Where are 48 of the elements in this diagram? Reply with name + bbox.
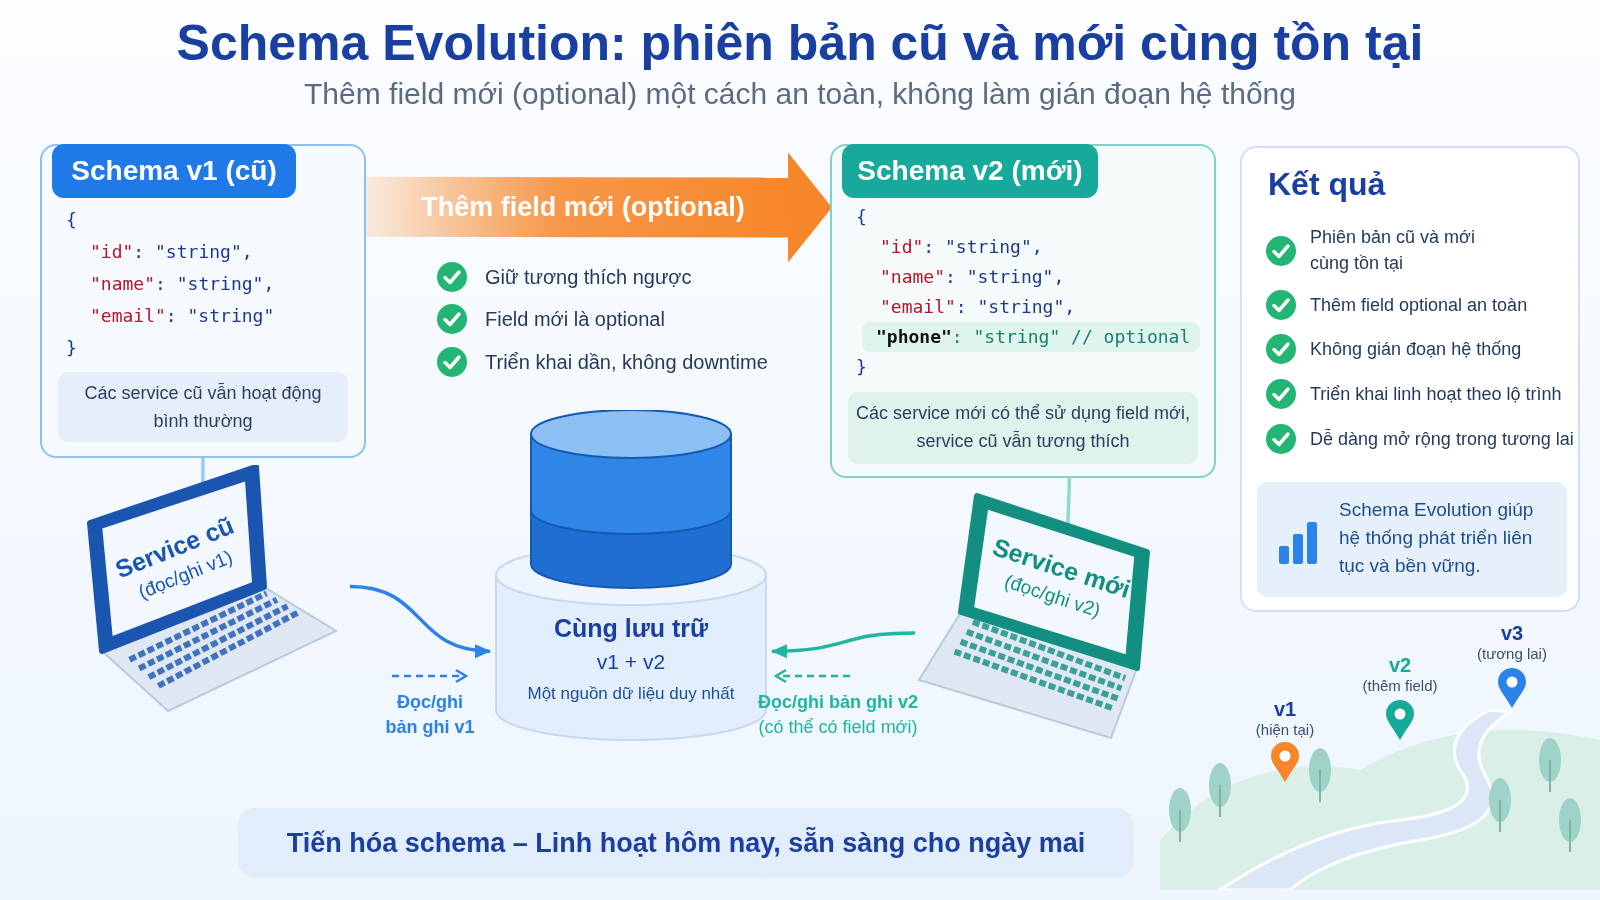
database-note: v1 + v2 <box>595 650 667 674</box>
result-item: Không gián đoạn hệ thống <box>1310 338 1523 361</box>
code-line: "phone": "string" // optional <box>862 322 1200 352</box>
code-line: "id": "string", <box>880 235 1043 259</box>
result-item: Dễ dàng mở rộng trong tương lai <box>1310 427 1575 451</box>
code-line: { <box>856 205 867 229</box>
arrow <box>349 584 491 658</box>
code-line: } <box>856 355 867 379</box>
subtitle: Thêm field mới (optional) một cách an toàn, không làm gián đoạn hệ thống <box>303 76 1297 112</box>
edge-label: Đọc/ghi bản ghi v1 <box>384 691 476 739</box>
title: Schema Evolution: phiên bản cũ và mới cùng tồn tại <box>175 14 1425 72</box>
milestone-note: (hiện tại) <box>1254 720 1316 740</box>
panel-heading: Kết quả <box>1268 166 1386 203</box>
code-line: "email": "string" <box>90 304 275 328</box>
connector-line <box>1066 478 1072 526</box>
heading-tab: Schema v2 (mới) <box>842 144 1098 198</box>
milestone-note: (tương lai) <box>1476 644 1548 664</box>
note-panel: Các service mới có thể sử dụng field mới, service cũ vẫn tương thích <box>848 392 1198 464</box>
connector-line <box>201 458 205 485</box>
schema-card <box>40 144 366 458</box>
milestone-label: v3 <box>1499 621 1525 646</box>
arrow <box>771 631 916 658</box>
milestone-label: v2 <box>1387 653 1413 678</box>
heading-tab: Schema v1 (cũ) <box>52 144 296 198</box>
checklist-item: Triển khai dần, không downtime <box>485 350 769 375</box>
code-line: "name": "string", <box>90 272 275 296</box>
result-item: Triển khai linh hoạt theo lộ trình <box>1310 383 1563 406</box>
result-item: Phiên bản cũ và mới cùng tồn tại <box>1310 226 1476 275</box>
milestone-note: (thêm field) <box>1361 676 1439 696</box>
banner: Tiến hóa schema – Linh hoạt hôm nay, sẵn sàng cho ngày mai <box>238 808 1134 878</box>
block-arrow <box>366 152 832 263</box>
milestone-label: v1 <box>1272 697 1298 722</box>
summary-panel <box>1257 482 1567 597</box>
code-line: { <box>66 208 77 232</box>
result-panel <box>1240 146 1580 612</box>
checklist-item: Field mới là optional <box>485 307 666 332</box>
code-line: } <box>66 336 77 360</box>
code-line: "email": "string", <box>880 295 1076 319</box>
edge-label: Đọc/ghi bản ghi v2 (có thể có field mới) <box>758 691 918 739</box>
result-item: Thêm field optional an toàn <box>1310 294 1529 317</box>
database-label: Cùng lưu trữ <box>552 614 710 643</box>
schema-card <box>830 144 1216 478</box>
code-line: "id": "string", <box>90 240 253 264</box>
checklist-item: Giữ tương thích ngược <box>485 265 693 290</box>
note-panel: Các service cũ vẫn hoạt động bình thường <box>58 372 348 442</box>
summary-text: Schema Evolution giúp hệ thống phát triển liên tục và bền vững. <box>1339 498 1535 578</box>
code-line: "name": "string", <box>880 265 1065 289</box>
arrow-label: Thêm field mới (optional) <box>420 191 746 225</box>
